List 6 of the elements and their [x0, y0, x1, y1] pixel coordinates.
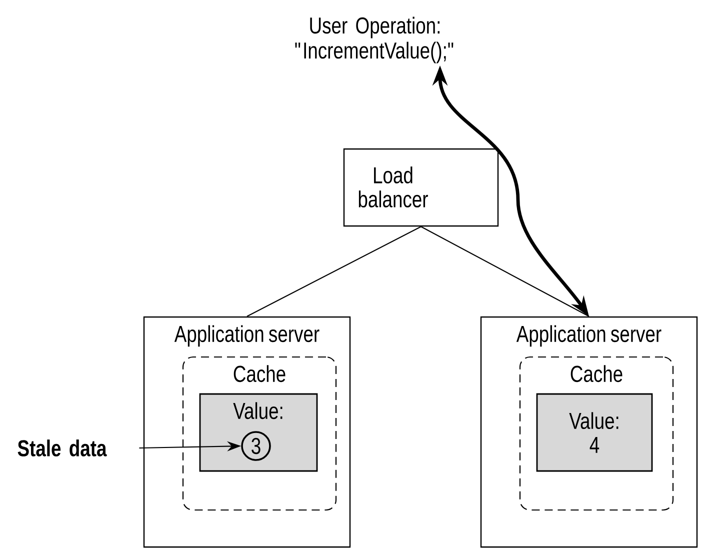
operation-label: User Operation: "IncrementValue();" [295, 16, 454, 64]
connector-line [246, 226, 422, 317]
balancer-box: Load balancer [343, 148, 499, 227]
callout-label: Stale data [18, 440, 107, 456]
connector-line [420, 226, 590, 317]
value-box: Value: 4 [536, 393, 653, 472]
